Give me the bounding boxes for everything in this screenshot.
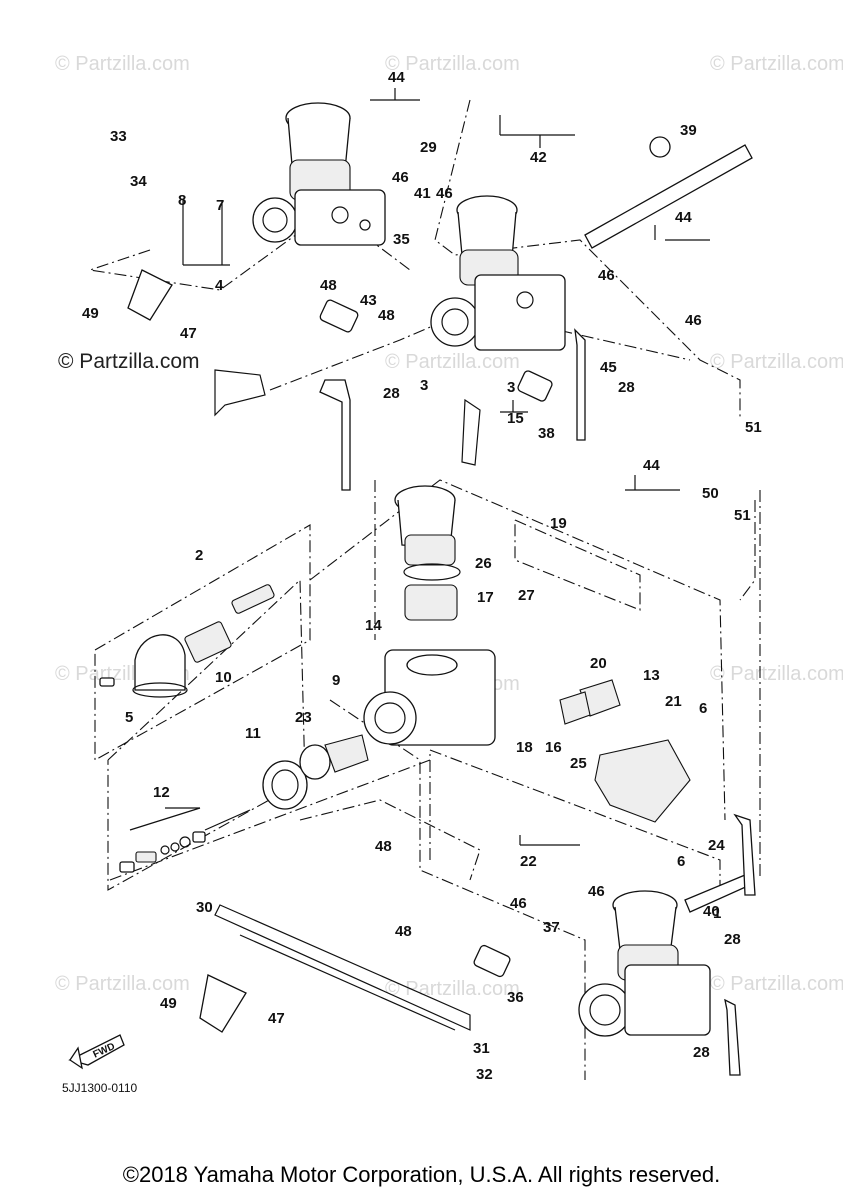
watermark: © Partzilla.com	[55, 53, 190, 75]
callout-25: 25	[570, 755, 587, 772]
callout-35: 35	[393, 231, 410, 248]
callout-50: 50	[702, 485, 719, 502]
callout-15: 15	[507, 410, 524, 427]
callout-28: 28	[724, 931, 741, 948]
callout-32: 32	[476, 1066, 493, 1083]
callout-49: 49	[160, 995, 177, 1012]
diagram-code: 5JJ1300-0110	[62, 1081, 137, 1095]
callout-42: 42	[530, 149, 547, 166]
callout-16: 16	[545, 739, 562, 756]
callout-6: 6	[677, 853, 685, 870]
callout-49: 49	[82, 305, 99, 322]
callout-48: 48	[320, 277, 337, 294]
callout-19: 19	[550, 515, 567, 532]
callout-6: 6	[699, 700, 707, 717]
callout-46: 46	[510, 895, 527, 912]
callout-46: 46	[598, 267, 615, 284]
callout-51: 51	[734, 507, 751, 524]
callout-13: 13	[643, 667, 660, 684]
callout-20: 20	[590, 655, 607, 672]
watermark: © Partzilla.com	[385, 351, 520, 373]
callout-39: 39	[680, 122, 697, 139]
callout-46: 46	[685, 312, 702, 329]
callout-48: 48	[375, 838, 392, 855]
callout-3: 3	[507, 379, 515, 396]
callout-28: 28	[383, 385, 400, 402]
watermark-main: © Partzilla.com	[58, 350, 200, 373]
callouts: 44 33 34 8 7 4 29 46 41 46 42 39 44 35 4…	[82, 69, 762, 1083]
callout-51: 51	[745, 419, 762, 436]
callout-46: 46	[588, 883, 605, 900]
needle-jet-set	[119, 809, 251, 873]
linkage-bars	[214, 369, 481, 1031]
callout-9: 9	[332, 672, 340, 689]
callout-37: 37	[543, 919, 560, 936]
callout-36: 36	[507, 989, 524, 1006]
callout-3: 3	[420, 377, 428, 394]
callout-26: 26	[475, 555, 492, 572]
callout-30: 30	[196, 899, 213, 916]
callout-34: 34	[130, 173, 147, 190]
callout-46: 46	[392, 169, 409, 186]
callout-40: 40	[703, 903, 720, 920]
callout-4: 4	[215, 277, 224, 294]
diaphragm-rings	[262, 734, 369, 810]
callout-21: 21	[665, 693, 682, 710]
callout-10: 10	[215, 669, 232, 686]
throttle-cover	[559, 679, 691, 823]
watermark: © Partzilla.com	[710, 663, 843, 685]
callout-7: 7	[216, 197, 224, 214]
callout-12: 12	[153, 784, 170, 801]
callout-33: 33	[110, 128, 127, 145]
callout-29: 29	[420, 139, 437, 156]
carburetor-upper-left	[252, 102, 386, 246]
watermark: © Partzilla.com	[710, 351, 843, 373]
callout-31: 31	[473, 1040, 490, 1057]
fwd-label: FWD	[91, 1041, 116, 1061]
callout-43: 43	[360, 292, 377, 309]
fwd-arrow-icon: FWD	[68, 1034, 125, 1070]
callout-17: 17	[477, 589, 494, 606]
callout-11: 11	[245, 725, 261, 742]
callout-47: 47	[268, 1010, 285, 1027]
callout-48: 48	[378, 307, 395, 324]
callout-24: 24	[708, 837, 725, 854]
callout-44: 44	[675, 209, 692, 226]
carburetor-upper-right	[430, 195, 566, 351]
hoses	[127, 136, 756, 1076]
callout-44: 44	[643, 457, 660, 474]
callout-1: 1	[713, 905, 721, 922]
watermark: © Partzilla.com	[710, 973, 843, 995]
carburetor-lower-right	[578, 890, 711, 1037]
callout-45: 45	[600, 359, 617, 376]
carburetor-center	[363, 485, 496, 746]
callout-47: 47	[180, 325, 197, 342]
callout-44: 44	[388, 69, 405, 86]
callout-38: 38	[538, 425, 555, 442]
callout-18: 18	[516, 739, 533, 756]
callout-2: 2	[195, 547, 203, 564]
callout-28: 28	[693, 1044, 710, 1061]
leader-lines	[129, 88, 710, 846]
callout-48: 48	[395, 923, 412, 940]
watermark: © Partzilla.com	[55, 973, 190, 995]
copyright-notice: ©2018 Yamaha Motor Corporation, U.S.A. A…	[122, 1162, 721, 1187]
callout-5: 5	[125, 709, 133, 726]
watermark: © Partzilla.com	[710, 53, 843, 75]
callout-23: 23	[295, 709, 312, 726]
callout-46: 46	[436, 185, 453, 202]
diaphragm-assembly	[99, 584, 275, 698]
watermark: © Partzilla.com	[385, 53, 520, 75]
callout-8: 8	[178, 192, 186, 209]
callout-22: 22	[520, 853, 537, 870]
callout-14: 14	[365, 617, 382, 634]
callout-28: 28	[618, 379, 635, 396]
watermark: © Partzilla.com	[385, 978, 520, 1000]
callout-41: 41	[414, 185, 431, 202]
callout-27: 27	[518, 587, 535, 604]
